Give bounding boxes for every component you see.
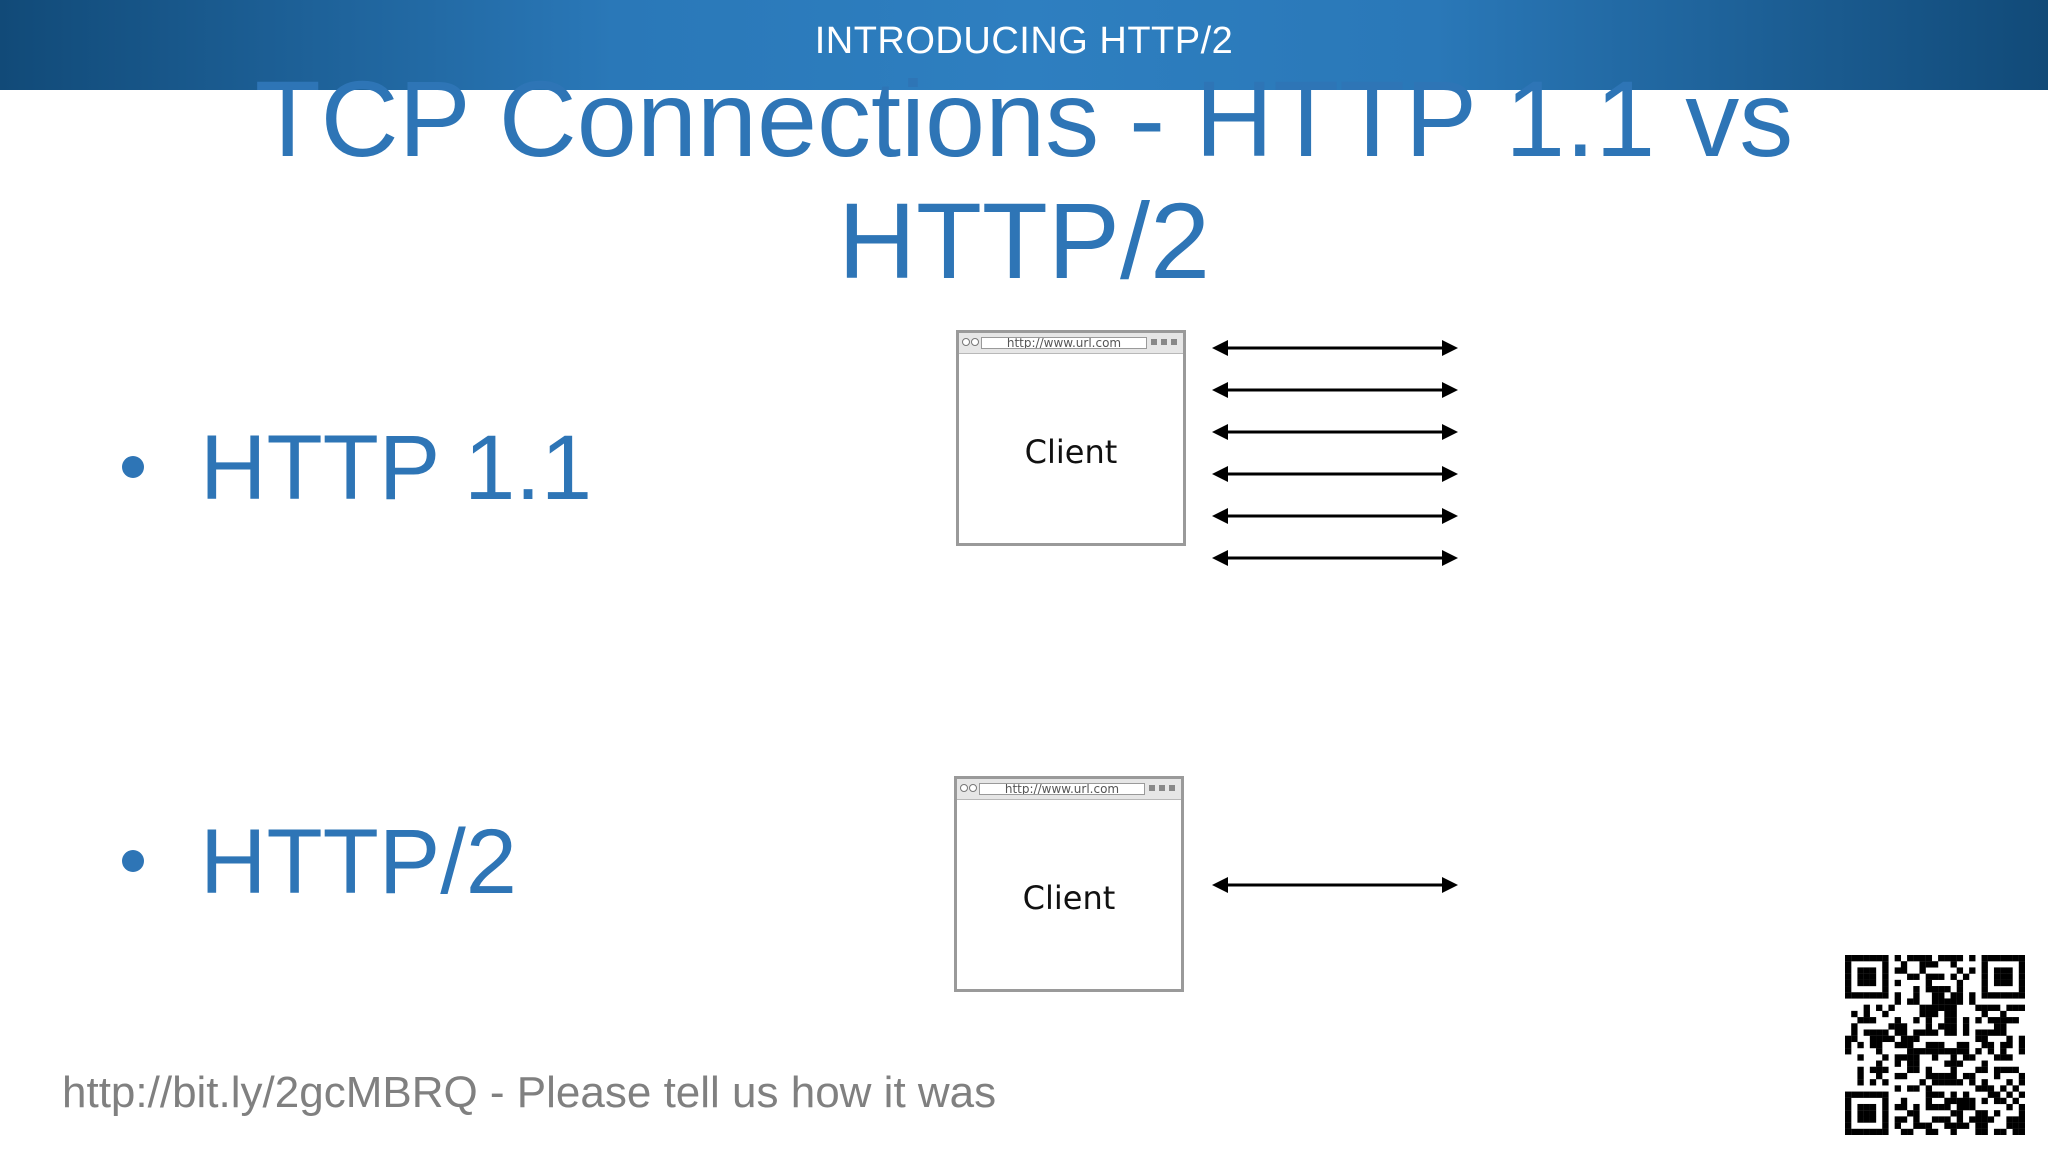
back-icon (962, 338, 970, 346)
menu-icon (1171, 339, 1177, 345)
browser-toolbar: http://www.url.com (959, 333, 1183, 354)
bullet-http2: HTTP/2 (122, 812, 517, 912)
address-bar: http://www.url.com (981, 337, 1147, 349)
header-banner: INTRODUCING HTTP/2 (0, 0, 2048, 90)
feedback-link[interactable]: http://bit.ly/2gcMBRQ - Please tell us h… (62, 1068, 997, 1117)
tcp-connection-arrow (1212, 382, 1458, 398)
browser-toolbar: http://www.url.com (957, 779, 1181, 800)
tcp-connection-arrow (1212, 466, 1458, 482)
connection-arrows-http2 (1212, 877, 1458, 893)
bullet-label: HTTP/2 (200, 811, 517, 913)
back-icon (960, 784, 968, 792)
tcp-connection-arrow (1212, 877, 1458, 893)
slide-title: TCP Connections - HTTP 1.1 vs HTTP/2 (254, 58, 1794, 301)
bullet-http11: HTTP 1.1 (122, 418, 592, 518)
bullet-dot-icon (122, 849, 144, 872)
tcp-connection-arrow (1212, 424, 1458, 440)
forward-icon (969, 784, 977, 792)
star-icon (1159, 785, 1165, 791)
address-bar: http://www.url.com (979, 783, 1145, 795)
connection-arrows-http11 (1212, 340, 1458, 566)
client-browser-http11: http://www.url.com Client (956, 330, 1186, 546)
tcp-connection-arrow (1212, 340, 1458, 356)
client-label: Client (1022, 879, 1116, 917)
client-browser-http2: http://www.url.com Client (954, 776, 1184, 992)
bullet-label: HTTP 1.1 (200, 417, 592, 519)
star-icon (1161, 339, 1167, 345)
refresh-icon (1151, 339, 1157, 345)
client-label: Client (1024, 433, 1118, 471)
tcp-connection-arrow (1212, 550, 1458, 566)
bullet-dot-icon (122, 455, 144, 478)
tcp-connection-arrow (1212, 508, 1458, 524)
forward-icon (971, 338, 979, 346)
menu-icon (1169, 785, 1175, 791)
banner-title: INTRODUCING HTTP/2 (814, 20, 1234, 62)
qr-code-icon (1845, 955, 2025, 1135)
refresh-icon (1149, 785, 1155, 791)
